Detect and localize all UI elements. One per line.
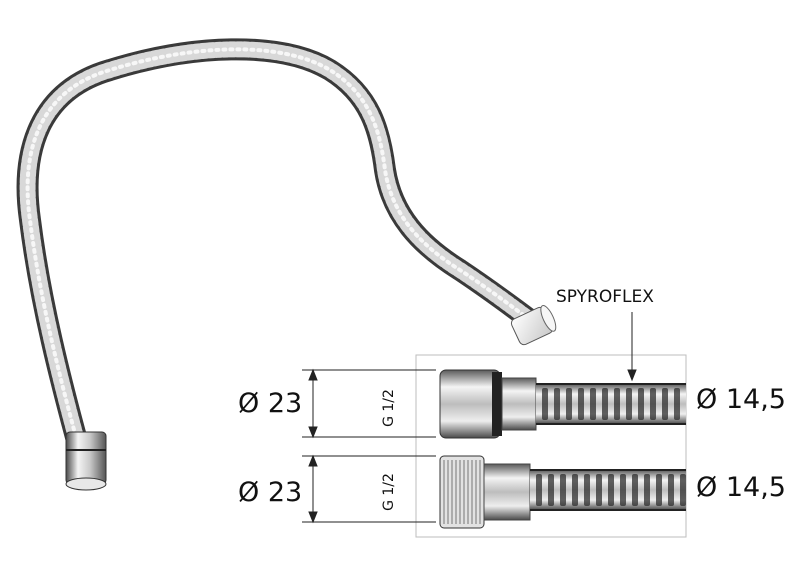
coil-rib xyxy=(602,388,608,420)
hose-coil xyxy=(16,38,541,481)
coil-rib xyxy=(578,388,584,420)
coil-rib xyxy=(554,388,560,420)
top-thread-label: G 1/2 xyxy=(380,389,397,427)
hose-end-fitting-right xyxy=(510,305,557,346)
coil-rib xyxy=(656,474,662,506)
coil-rib xyxy=(644,474,650,506)
coil-rib xyxy=(620,474,626,506)
coil-rib xyxy=(548,474,554,506)
detail-bottom-coils xyxy=(536,474,686,506)
hose-end-fitting-left xyxy=(65,431,107,491)
coil-rib xyxy=(650,388,656,420)
coil-rib xyxy=(626,388,632,420)
coil-rib xyxy=(638,388,644,420)
detail-frame xyxy=(415,354,687,538)
product-name-label: SPYROFLEX xyxy=(556,287,654,307)
top-hose-diameter-label: Ø 14,5 xyxy=(696,384,786,415)
coil-rib xyxy=(572,474,578,506)
coil-rib xyxy=(590,388,596,420)
top-diameter-label: Ø 23 xyxy=(238,388,303,419)
bottom-thread-label: G 1/2 xyxy=(380,473,397,511)
detail-top-coils xyxy=(542,388,680,420)
coil-rib xyxy=(596,474,602,506)
coil-rib xyxy=(536,474,542,506)
bottom-hose-diameter-label: Ø 14,5 xyxy=(696,472,786,503)
coil-rib xyxy=(542,388,548,420)
bottom-diameter-label: Ø 23 xyxy=(238,477,303,508)
coil-rib xyxy=(662,388,668,420)
coil-rib xyxy=(668,474,674,506)
coil-rib xyxy=(632,474,638,506)
dimension-lines xyxy=(302,312,637,524)
coil-rib xyxy=(614,388,620,420)
coil-rib xyxy=(566,388,572,420)
coil-rib xyxy=(584,474,590,506)
coil-rib xyxy=(560,474,566,506)
detail-top-connector xyxy=(439,369,686,439)
coil-rib xyxy=(680,474,686,506)
coil-rib xyxy=(674,388,680,420)
coil-rib xyxy=(608,474,614,506)
